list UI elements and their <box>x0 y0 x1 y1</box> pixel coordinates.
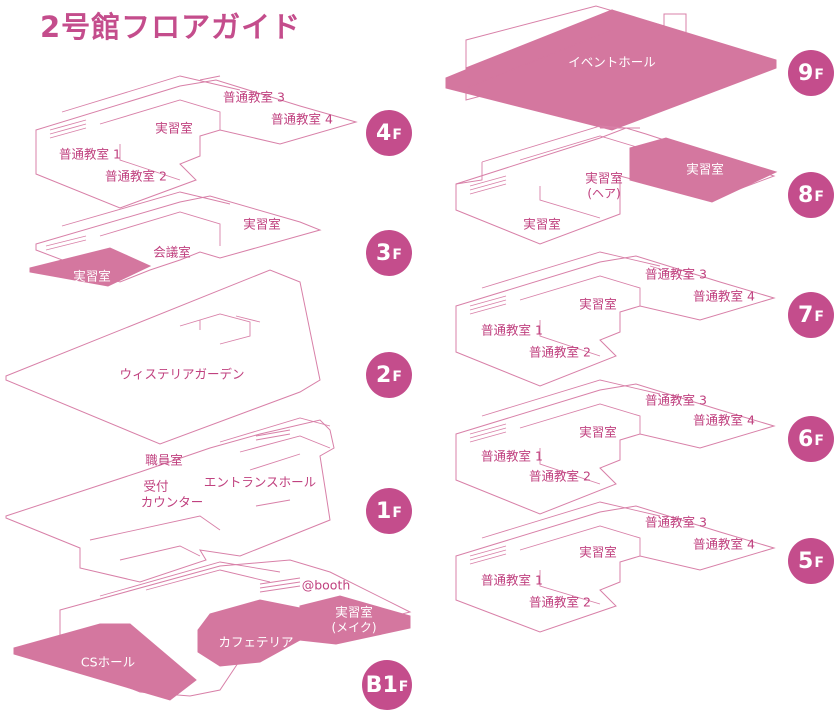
room-classroom-4-5f: 普通教室 4 <box>693 536 755 552</box>
room-practice-5f: 実習室 <box>579 544 617 560</box>
room-classroom-2-6f: 普通教室 2 <box>529 468 591 484</box>
room-practice-3f-left: 実習室 <box>73 268 111 284</box>
room-event-hall: イベントホール <box>568 54 656 70</box>
room-staff-room: 職員室 <box>145 452 183 468</box>
room-classroom-3-7f: 普通教室 3 <box>645 266 707 282</box>
room-booth: @booth <box>301 577 351 593</box>
room-practice-3f-right: 実習室 <box>243 216 281 232</box>
room-conference-3f: 会議室 <box>153 244 191 260</box>
room-classroom-2-7f: 普通教室 2 <box>529 344 591 360</box>
room-classroom-1-5f: 普通教室 1 <box>481 572 543 588</box>
room-entrance-hall: エントランスホール <box>203 474 317 490</box>
room-cs-hall: CSホール <box>80 654 136 670</box>
room-classroom-4-6f: 普通教室 4 <box>693 412 755 428</box>
room-practice-4f: 実習室 <box>155 120 193 136</box>
room-classroom-4-4f: 普通教室 4 <box>271 111 333 127</box>
floor-3-plan <box>29 191 322 287</box>
room-practice-7f: 実習室 <box>579 296 617 312</box>
room-practice-8f-hair: 実習室 <box>585 170 623 186</box>
room-classroom-3-5f: 普通教室 3 <box>645 514 707 530</box>
floor-b1-plan <box>13 559 412 701</box>
room-classroom-1-6f: 普通教室 1 <box>481 448 543 464</box>
floor-2-plan <box>5 269 321 445</box>
floor-5-plan <box>455 501 776 633</box>
room-reception-counter: カウンター <box>140 494 204 510</box>
room-classroom-2-4f: 普通教室 2 <box>105 168 167 184</box>
page-title: 2号館フロアガイド <box>40 10 302 44</box>
room-classroom-3-4f: 普通教室 3 <box>223 89 285 105</box>
room-classroom-2-5f: 普通教室 2 <box>529 594 591 610</box>
room-practice-makeup: 実習室 <box>335 604 373 620</box>
room-practice-6f: 実習室 <box>579 424 617 440</box>
floor-9-plan <box>445 5 777 131</box>
room-practice-8f-hair-note: (ヘア) <box>587 186 621 201</box>
room-classroom-1-4f: 普通教室 1 <box>59 146 121 162</box>
room-practice-8f-left: 実習室 <box>523 216 561 232</box>
room-reception: 受付 <box>143 478 169 494</box>
floor-6-plan <box>455 379 776 515</box>
room-classroom-4-7f: 普通教室 4 <box>693 288 755 304</box>
room-classroom-3-6f: 普通教室 3 <box>645 392 707 408</box>
room-practice-8f-right: 実習室 <box>686 161 724 177</box>
floor-4-plan <box>35 75 358 209</box>
floor-8-plan <box>455 125 778 245</box>
room-practice-makeup-note: (メイク) <box>331 620 377 635</box>
room-classroom-1-7f: 普通教室 1 <box>481 322 543 338</box>
room-cafeteria: カフェテリア <box>218 634 294 650</box>
floor-7-plan <box>455 251 776 387</box>
floor-1-plan <box>5 417 335 583</box>
room-wisteria-garden: ウィステリアガーデン <box>119 366 245 382</box>
